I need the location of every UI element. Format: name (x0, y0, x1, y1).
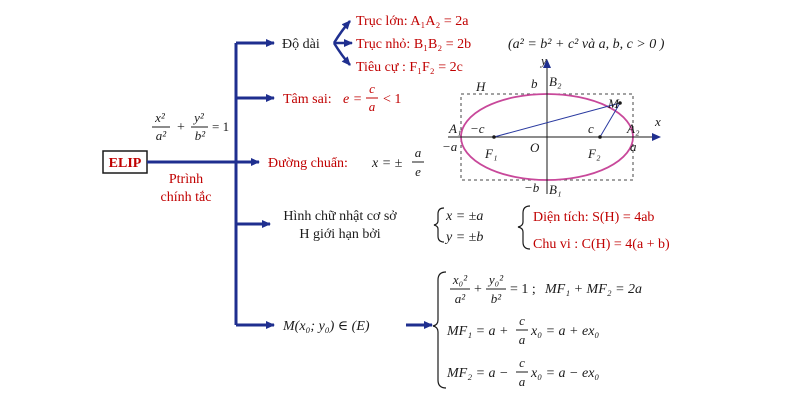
svg-text:x = ±: x = ± (371, 156, 403, 171)
svg-text:b²: b² (195, 128, 207, 143)
svg-text:−a: −a (442, 139, 458, 154)
svg-text:x²: x² (154, 110, 166, 125)
canonical-equation: x² a² + y² b² = 1 (152, 110, 229, 143)
ellipse-figure: H y x O A₁ A₂ B₂ B₁ F₁ F₂ M −a a b −b −c… (442, 53, 661, 197)
svg-text:x₀²: x₀² (452, 272, 468, 287)
abc-relation: (a² = b² + c² và a, b, c > 0 ) (508, 37, 665, 52)
svg-text:b: b (531, 76, 538, 91)
svg-text:x₀ = a − ex₀: x₀ = a − ex₀ (530, 366, 599, 381)
svg-text:< 1: < 1 (383, 92, 401, 107)
svg-text:x: x (654, 114, 661, 129)
svg-text:a: a (415, 145, 422, 160)
svg-text:= 1: = 1 (212, 119, 229, 134)
svg-text:MF₂ = a −: MF₂ = a − (446, 366, 508, 381)
svg-text:a²: a² (455, 291, 467, 306)
svg-text:e: e (415, 164, 421, 179)
svg-text:x = ±a: x = ±a (445, 209, 483, 224)
f2-point (598, 135, 602, 139)
svg-text:c: c (519, 355, 525, 370)
svg-text:y₀²: y₀² (487, 272, 504, 287)
svg-text:c: c (369, 81, 375, 96)
svg-text:a: a (630, 139, 637, 154)
branch-point-m: M(x₀; y₀) ∈ (E) (282, 319, 370, 334)
truc-lon: Trục lớn: A₁A₂ = 2a (356, 14, 469, 29)
truc-nho: Trục nhỏ: B₁B₂ = 2b (356, 37, 471, 52)
svg-text:y²: y² (192, 110, 205, 125)
svg-text:e =: e = (343, 92, 362, 107)
svg-text:y: y (539, 53, 547, 68)
svg-text:a²: a² (156, 128, 168, 143)
svg-text:c: c (519, 313, 525, 328)
svg-text:M: M (607, 96, 620, 111)
svg-text:Hình chữ nhật cơ sở: Hình chữ nhật cơ sở (283, 209, 397, 224)
branch-hinh-chu-nhat: Hình chữ nhật cơ sở H giới hạn bởi x = ±… (283, 205, 670, 252)
svg-text:MF₁ + MF₂ = 2a: MF₁ + MF₂ = 2a (544, 282, 642, 297)
svg-text:A₁: A₁ (448, 121, 461, 136)
svg-text:c: c (588, 121, 594, 136)
svg-text:−c: −c (470, 121, 485, 136)
svg-text:= 1 ;: = 1 ; (510, 282, 536, 297)
svg-text:Đường chuẩn:: Đường chuẩn: (268, 156, 348, 171)
svg-text:a: a (519, 374, 526, 389)
mf1-segment (493, 102, 621, 138)
point-m-properties: x₀² a² + y₀² b² = 1 ; MF₁ + MF₂ = 2a MF₁… (432, 271, 642, 389)
branch-tam-sai: Tâm sai: e = c a < 1 (283, 81, 401, 114)
svg-text:O: O (530, 140, 540, 155)
svg-text:a: a (369, 99, 376, 114)
svg-text:A₂: A₂ (626, 121, 640, 136)
svg-text:−b: −b (524, 180, 540, 195)
svg-text:y = ±b: y = ±b (444, 230, 483, 245)
svg-text:B₁: B₁ (549, 182, 561, 197)
svg-text:MF₁ = a +: MF₁ = a + (446, 324, 508, 339)
svg-text:Tâm sai:: Tâm sai: (283, 92, 332, 107)
connector-lines (147, 20, 433, 329)
svg-text:+: + (177, 120, 185, 135)
mf2-segment (599, 102, 621, 138)
svg-text:x₀ = a + ex₀: x₀ = a + ex₀ (530, 324, 599, 339)
svg-text:+: + (474, 282, 482, 297)
svg-text:b²: b² (491, 291, 503, 306)
svg-text:H giới hạn bởi: H giới hạn bởi (299, 227, 380, 242)
svg-text:B₂: B₂ (549, 74, 562, 89)
f1-point (492, 135, 496, 139)
tieu-cu: Tiêu cự : F₁F₂ = 2c (356, 60, 463, 75)
svg-text:H: H (475, 79, 486, 94)
svg-text:F₂: F₂ (587, 146, 601, 161)
m-point (618, 101, 622, 105)
svg-text:Diện tích: S(H) = 4ab: Diện tích: S(H) = 4ab (533, 210, 654, 225)
root-label: ELIP (109, 156, 142, 171)
svg-text:F₁: F₁ (484, 146, 497, 161)
branch-duong-chuan: Đường chuẩn: x = ± a e (268, 145, 424, 179)
root-subtitle-2: chính tắc (161, 190, 212, 205)
svg-text:a: a (519, 332, 526, 347)
root-subtitle-1: Ptrình (169, 172, 203, 187)
svg-text:Chu vi : C(H) = 4(a + b): Chu vi : C(H) = 4(a + b) (533, 237, 670, 252)
branch-do-dai: Độ dài (282, 37, 320, 52)
